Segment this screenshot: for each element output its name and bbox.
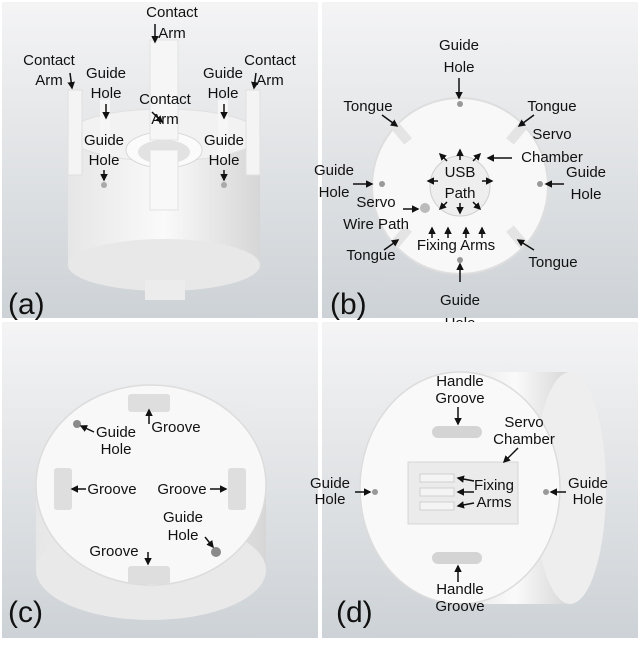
panel-c-part [35,384,267,620]
arrow [517,114,535,127]
tongue-upper-left-label: Tongue [343,98,392,115]
arrow [472,201,482,211]
arrow [204,536,214,549]
arrow [472,152,482,162]
groove-bottom-label: Groove [89,543,138,560]
tongue-upper-right-label: Tongue [527,98,576,115]
fixing-arms-label: Fixing Arms [417,237,495,254]
panel-a-arrows [67,24,259,182]
arrow [383,239,400,251]
arrow [251,72,259,90]
groove-left-label: Groove [87,481,136,498]
arrow [438,201,448,211]
arrow [456,501,475,509]
panel-d-label: (d) [336,596,373,629]
panel-c-arrows [70,408,228,566]
panel-d-part [359,371,606,605]
arrow [502,447,519,464]
tongue-lower-left-label: Tongue [346,247,395,264]
arrow [456,475,475,483]
groove-top-label: Groove [151,419,200,436]
panel-b-label: (b) [330,288,367,321]
panel-b-arrows [353,78,564,282]
arrow [516,239,535,251]
arrow [381,114,399,127]
panel-a-label: (a) [8,288,45,321]
panel-b-part [371,97,549,275]
panel-c-label: (c) [8,596,43,629]
arrow [438,152,448,162]
arrow [67,72,75,90]
tongue-lower-right-label: Tongue [528,254,577,271]
arrow [151,111,164,124]
arrow [79,425,95,433]
panel-a-part [67,39,261,300]
panel-d-arrows [355,407,566,582]
groove-right-label: Groove [157,481,206,498]
